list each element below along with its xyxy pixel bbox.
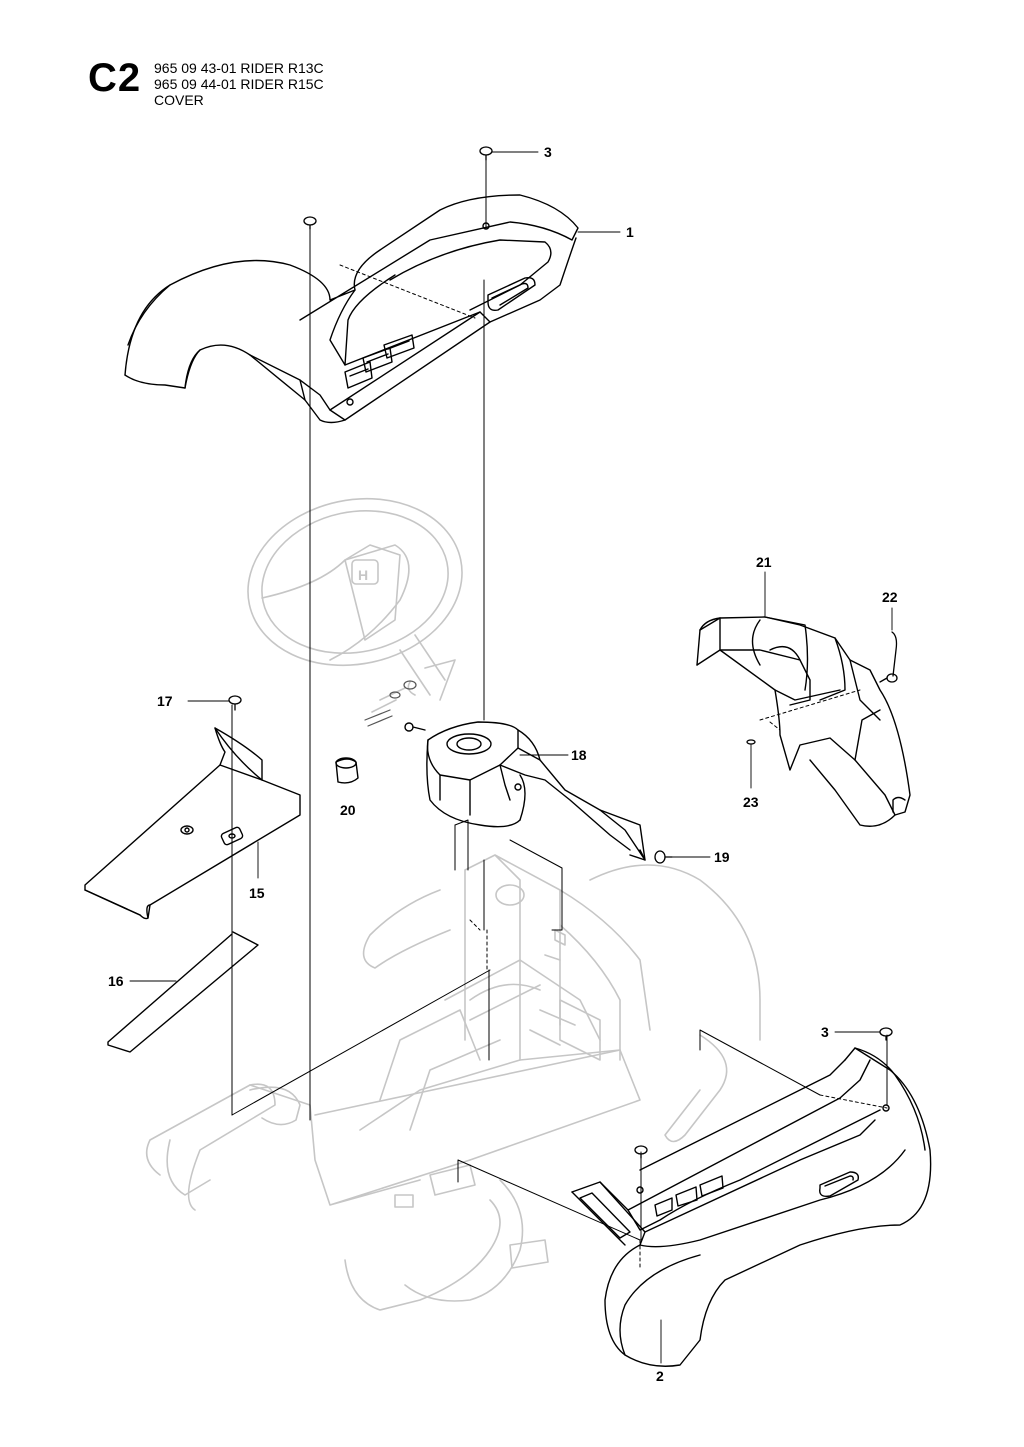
diagram-title-block: 965 09 43-01 RIDER R13C 965 09 44-01 RID…: [154, 60, 324, 108]
callout-17: 17: [157, 693, 173, 709]
callout-3-bottom: 3: [821, 1024, 829, 1040]
title-line-section: COVER: [154, 92, 204, 108]
callout-20: 20: [340, 802, 356, 818]
callout-18: 18: [571, 747, 587, 763]
part-18-console-cover: [404, 721, 646, 861]
assembly-guide-lines: [231, 154, 888, 1241]
screw-3-bottom: [879, 1027, 893, 1041]
title-line-model-r13c: 965 09 43-01 RIDER R13C: [154, 60, 324, 76]
washer-23: [746, 739, 756, 745]
callout-labels: 3 1 21 22 17 18 23 20 19 15 16 3 2: [108, 144, 898, 1384]
screw-bottom-center: [634, 1145, 648, 1159]
callout-21: 21: [756, 554, 772, 570]
part-2-fender-cover: [571, 1047, 932, 1367]
callout-1: 1: [626, 224, 634, 240]
pin-22: [879, 631, 898, 683]
diagram-code: C2: [88, 56, 142, 100]
pin-stack: [364, 680, 417, 727]
screw-left-top: [303, 216, 317, 230]
part-15-side-plate: [84, 727, 301, 920]
steering-wheel: [247, 497, 463, 713]
title-line-model-r15c: 965 09 44-01 RIDER R15C: [154, 76, 324, 92]
hidden-lines: [339, 264, 888, 1271]
part-1-fender-cover: [124, 194, 579, 424]
steering-wheel-logo: H: [358, 567, 368, 583]
chassis-background: [145, 497, 761, 1311]
callout-leaders: [129, 151, 893, 1364]
part-20-bushing: [335, 757, 359, 784]
screws: [228, 146, 898, 1159]
screw-3-top: [479, 146, 493, 161]
callout-2: 2: [656, 1368, 664, 1384]
callout-23: 23: [743, 794, 759, 810]
callout-15: 15: [249, 885, 265, 901]
part-21-rear-cover: [696, 616, 911, 827]
callout-19: 19: [714, 849, 730, 865]
part-16-strip: [107, 931, 259, 1053]
screw-17: [228, 695, 242, 711]
callout-16: 16: [108, 973, 124, 989]
callout-22: 22: [882, 589, 898, 605]
callout-3-top: 3: [544, 144, 552, 160]
